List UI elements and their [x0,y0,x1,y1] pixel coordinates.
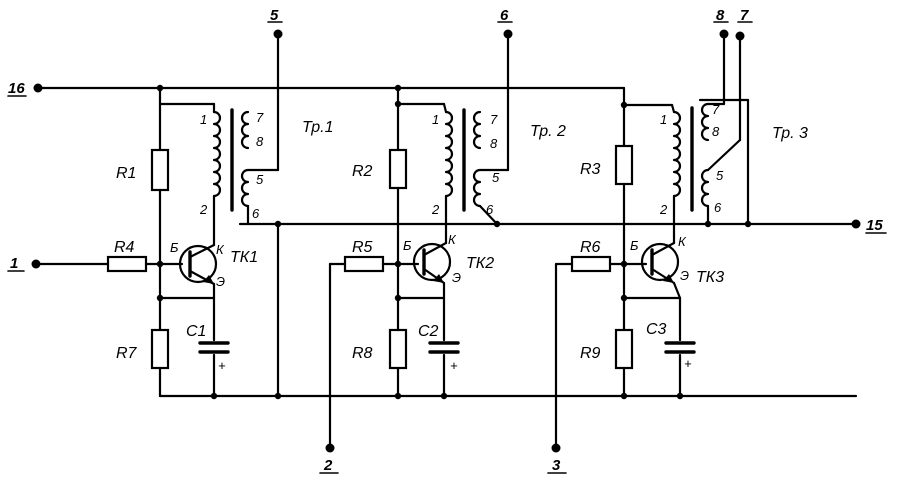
svg-text:+: + [684,356,692,371]
resistor-r6 [570,255,612,273]
terminal-8-label: 8 [716,7,725,24]
resistor-r7 [150,328,170,370]
label-c2: C2 [418,323,439,340]
label-c1: C1 [186,323,206,340]
stage-2: R2 R5 2 R8 Б К Э ТК2 C2 [319,7,566,474]
terminal-7-label: 7 [740,7,749,24]
svg-text:К: К [678,234,687,249]
label-c3: C3 [646,321,667,338]
svg-text:7: 7 [712,102,720,117]
label-r9: R9 [580,345,601,362]
svg-text:7: 7 [490,112,498,127]
label-tk1: ТК1 [230,249,258,266]
terminal-15-label: 15 [866,217,883,234]
svg-text:Б: Б [170,240,179,255]
resistor-r2 [388,148,408,190]
svg-text:К: К [216,242,225,257]
svg-text:6: 6 [714,200,722,215]
svg-text:1: 1 [660,112,667,127]
svg-text:8: 8 [256,134,264,149]
label-tk2: ТК2 [466,255,494,272]
terminal-16-label: 16 [8,80,25,97]
label-r3: R3 [580,161,601,178]
label-r7: R7 [116,345,138,362]
svg-text:5: 5 [492,170,500,185]
stage-3: R3 R6 3 R9 Б К Э ТК3 C3 [547,7,808,474]
resistor-r8 [388,328,408,370]
transistor-tk2 [412,241,452,285]
transistor-tk3 [640,241,680,285]
label-r5: R5 [352,239,373,256]
resistor-r4 [106,255,148,273]
svg-text:7: 7 [256,110,264,125]
svg-text:Э: Э [216,274,225,289]
svg-text:Б: Б [630,238,639,253]
svg-text:+: + [450,358,458,373]
svg-text:1: 1 [200,112,207,127]
svg-text:2: 2 [659,202,668,217]
transformer-tr1 [212,29,283,226]
resistor-r1 [150,148,170,192]
label-tr2: Тр. 2 [530,123,566,140]
resistor-r3 [614,144,634,186]
terminal-16-dot [33,83,43,93]
label-tr3: Тр. 3 [772,125,808,142]
label-r8: R8 [352,345,373,362]
transistor-tk1 [178,243,218,286]
supply-bus-16: 16 [7,80,628,109]
terminal-5-label: 5 [270,7,279,24]
svg-text:К: К [448,232,457,247]
svg-text:5: 5 [256,172,264,187]
label-r4: R4 [114,239,135,256]
svg-text:5: 5 [716,168,724,183]
stage-1: R1 R4 1 R7 Б К Э ТК1 C1 [7,7,333,398]
transformer-tr3 [670,29,750,226]
terminal-1-label: 1 [10,255,18,272]
svg-text:+: + [218,358,226,373]
terminal-6-label: 6 [500,7,509,24]
svg-text:Б: Б [403,238,412,253]
svg-text:2: 2 [431,202,440,217]
terminal-2-label: 2 [323,457,333,474]
output-bus-15: 15 [238,217,887,234]
svg-text:2: 2 [199,202,208,217]
label-r1: R1 [116,165,136,182]
svg-text:6: 6 [252,206,260,221]
transformer-tr2 [442,29,513,226]
svg-text:6: 6 [486,202,494,217]
ground-bus [158,392,858,400]
terminal-3-label: 3 [552,457,561,474]
label-tk3: ТК3 [696,269,724,286]
svg-text:1: 1 [432,112,439,127]
label-r6: R6 [580,239,601,256]
label-r2: R2 [352,163,373,180]
svg-text:Э: Э [680,268,689,283]
svg-text:Э: Э [452,270,461,285]
svg-text:8: 8 [490,136,498,151]
svg-text:8: 8 [712,124,720,139]
resistor-r9 [614,328,634,370]
label-tr1: Тр.1 [302,119,333,136]
resistor-r5 [343,255,385,273]
